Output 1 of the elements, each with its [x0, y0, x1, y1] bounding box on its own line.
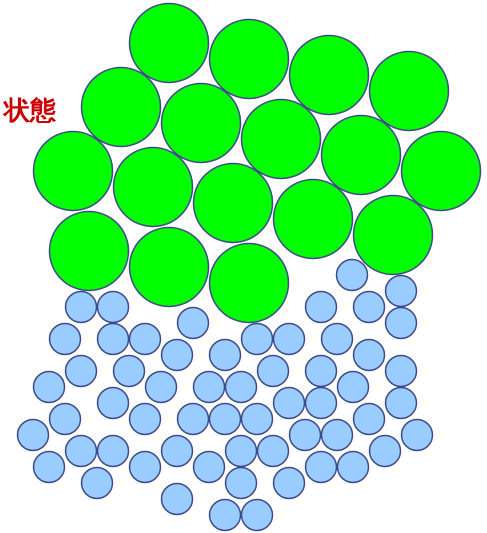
caption-text: 状態 [3, 95, 57, 127]
